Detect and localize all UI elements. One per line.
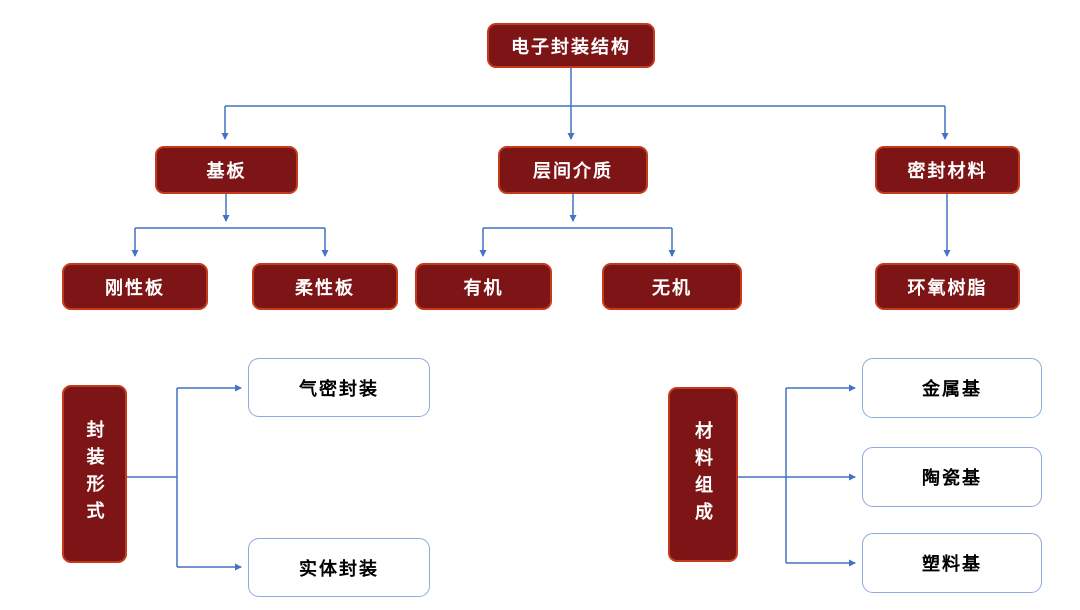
node-solid-packaging: 实体封装 (248, 538, 430, 597)
node-packaging-form: 封装形式 (62, 385, 127, 563)
connector-form-bracket (127, 384, 242, 571)
node-hermetic-packaging: 气密封装 (248, 358, 430, 417)
node-root-electronic-packaging-structure: 电子封装结构 (487, 23, 655, 68)
connector-material-bracket (738, 384, 856, 567)
node-ceramic-based: 陶瓷基 (862, 447, 1042, 507)
node-material-composition: 材料组成 (668, 387, 738, 562)
packaging-form-label: 封装形式 (84, 420, 105, 528)
node-epoxy-resin: 环氧树脂 (875, 263, 1020, 310)
connector-dielectric-children (479, 194, 676, 257)
node-plastic-based: 塑料基 (862, 533, 1042, 593)
connector-substrate-children (131, 194, 329, 257)
node-rigid-board: 刚性板 (62, 263, 208, 310)
node-metal-based: 金属基 (862, 358, 1042, 418)
node-inorganic: 无机 (602, 263, 742, 310)
connector-root-to-level2 (221, 68, 949, 140)
node-sealing-material: 密封材料 (875, 146, 1020, 194)
node-substrate: 基板 (155, 146, 298, 194)
material-composition-label: 材料组成 (693, 420, 713, 529)
node-interlayer-dielectric: 层间介质 (498, 146, 648, 194)
node-flexible-board: 柔性板 (252, 263, 398, 310)
node-organic: 有机 (415, 263, 552, 310)
